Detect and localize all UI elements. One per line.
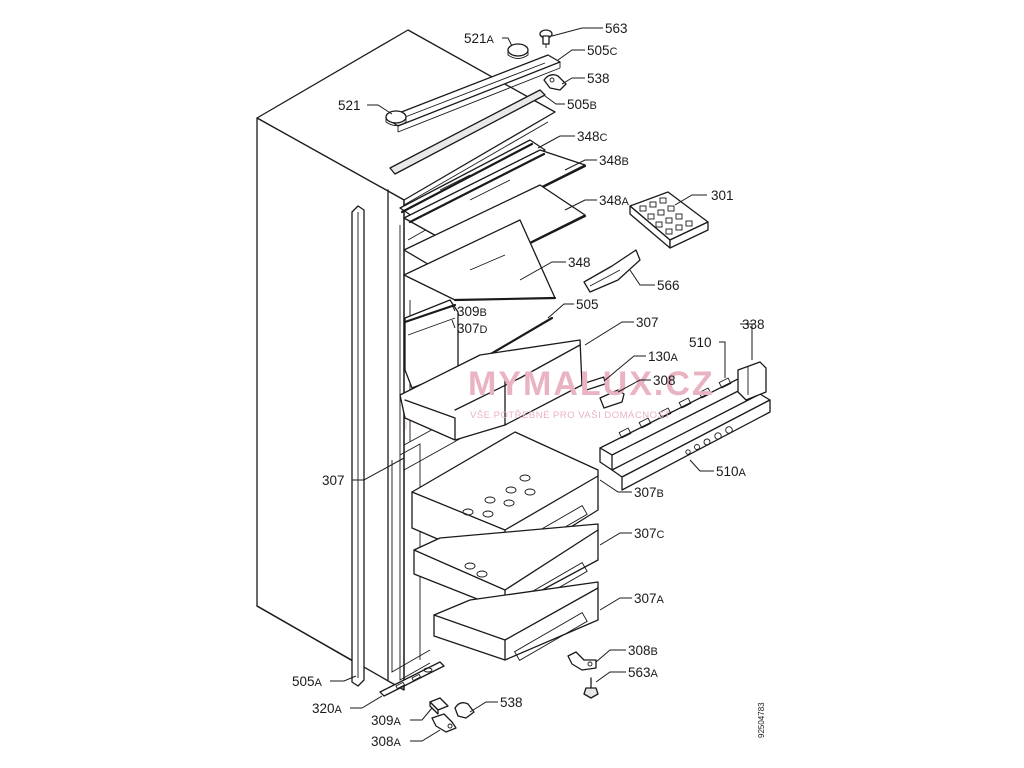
screw-563a xyxy=(583,677,599,699)
door-gasket-505a xyxy=(351,205,365,687)
end-cap-338 xyxy=(737,361,767,401)
part-labels: 563 521A 505C 538 505B 521 348C 348B 348… xyxy=(292,21,765,749)
label-538-top: 538 xyxy=(587,71,610,86)
glass-shelf-348 xyxy=(403,219,557,302)
label-307a: 307A xyxy=(634,591,665,606)
label-348c: 348C xyxy=(577,129,608,144)
label-301: 301 xyxy=(711,188,734,203)
label-348b: 348B xyxy=(599,153,629,168)
label-563a: 563A xyxy=(628,665,659,680)
label-510a: 510A xyxy=(716,464,747,479)
label-320a: 320A xyxy=(312,701,343,716)
cap-309a xyxy=(429,697,449,715)
cover-cap-521 xyxy=(385,110,407,126)
label-307-left: 307 xyxy=(322,473,345,488)
label-348a: 348A xyxy=(599,193,630,208)
label-308b: 308B xyxy=(628,643,658,658)
freezer-drawer-307c xyxy=(413,523,599,611)
label-563: 563 xyxy=(605,21,628,36)
label-505a: 505A xyxy=(292,674,323,689)
label-521a: 521A xyxy=(464,31,495,46)
kick-strip-320a xyxy=(379,661,445,697)
label-521: 521 xyxy=(338,98,361,113)
label-308a: 308A xyxy=(371,734,402,749)
label-338: 338 xyxy=(742,317,765,332)
label-307d: 307D xyxy=(457,321,488,336)
bracket-538-top xyxy=(543,74,567,91)
bracket-538-bottom xyxy=(454,702,475,719)
label-307b: 307B xyxy=(634,485,664,500)
drawing-code: 92504783 xyxy=(757,702,766,738)
label-566: 566 xyxy=(657,278,680,293)
freezer-drawer-307a xyxy=(433,581,599,661)
label-510: 510 xyxy=(689,335,712,350)
watermark-brand: MYMALUX.CZ xyxy=(468,365,715,403)
label-308: 308 xyxy=(653,373,676,388)
hinge-308b xyxy=(567,651,597,671)
label-505c: 505C xyxy=(587,43,618,58)
leader-lines xyxy=(330,27,753,742)
hinge-pin-308 xyxy=(599,389,625,409)
door-bar-510a xyxy=(611,393,771,491)
ice-tray-301 xyxy=(629,191,709,249)
label-505: 505 xyxy=(576,297,599,312)
watermark-tagline: VŠE POTŘEBNÉ PRO VAŠI DOMÁCNOST xyxy=(470,410,671,421)
hinge-308a xyxy=(431,713,457,733)
watermark: MYMALUX.CZ VŠE POTŘEBNÉ PRO VAŠI DOMÁCNO… xyxy=(468,365,715,421)
label-348: 348 xyxy=(568,255,591,270)
label-309a: 309A xyxy=(371,713,402,728)
label-538-bottom: 538 xyxy=(500,695,523,710)
ice-scraper-566 xyxy=(583,249,641,293)
seal-strip-505b xyxy=(389,89,546,175)
label-307c: 307C xyxy=(634,526,665,541)
label-130a: 130A xyxy=(648,349,679,364)
crisper-drawer-307 xyxy=(399,339,583,441)
label-309b: 309B xyxy=(457,304,487,319)
cover-cap-521a xyxy=(507,43,529,59)
label-505b: 505B xyxy=(567,97,597,112)
screw-563 xyxy=(539,29,553,48)
label-307-top: 307 xyxy=(636,315,659,330)
